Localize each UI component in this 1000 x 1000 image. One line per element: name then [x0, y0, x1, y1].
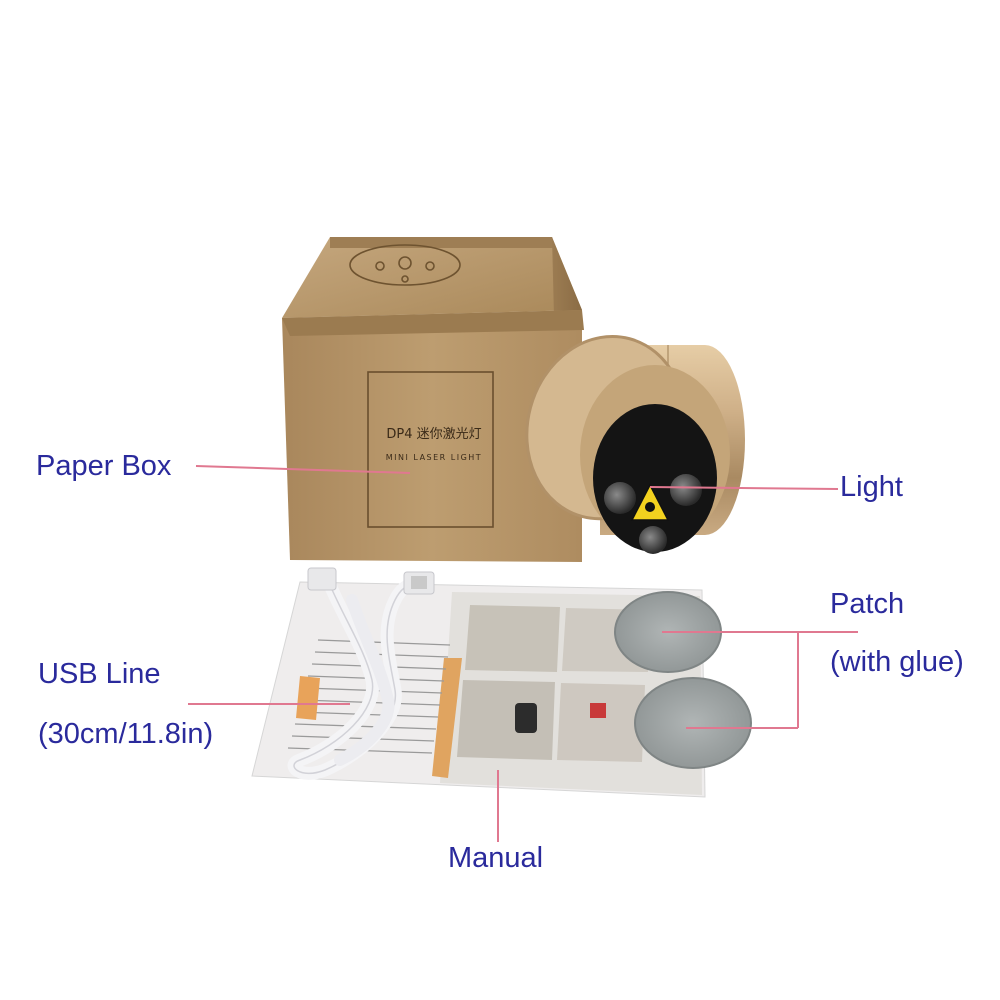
usb-plug-micro: [307, 567, 337, 591]
laser-warning-icon: [630, 483, 670, 521]
box-subtitle-text: MINI LASER LIGHT: [386, 453, 482, 462]
usb-cable: [287, 575, 427, 780]
box-model-text: DP4 迷你激光灯: [386, 427, 481, 442]
label-patch: Patch: [830, 588, 905, 620]
paper-box: DP4 迷你激光灯 MINI LASER LIGHT: [282, 237, 584, 562]
label-usb-line: USB Line: [38, 658, 161, 690]
label-usb-length: (30cm/11.8in): [38, 718, 214, 750]
label-manual: Manual: [448, 842, 544, 874]
laser-light: [525, 334, 745, 554]
label-light: Light: [840, 471, 903, 503]
pointer-lines: [188, 465, 858, 842]
label-paper-box: Paper Box: [36, 450, 172, 482]
adhesive-patch-bottom: [634, 677, 752, 769]
label-patch-note: (with glue): [830, 646, 964, 678]
